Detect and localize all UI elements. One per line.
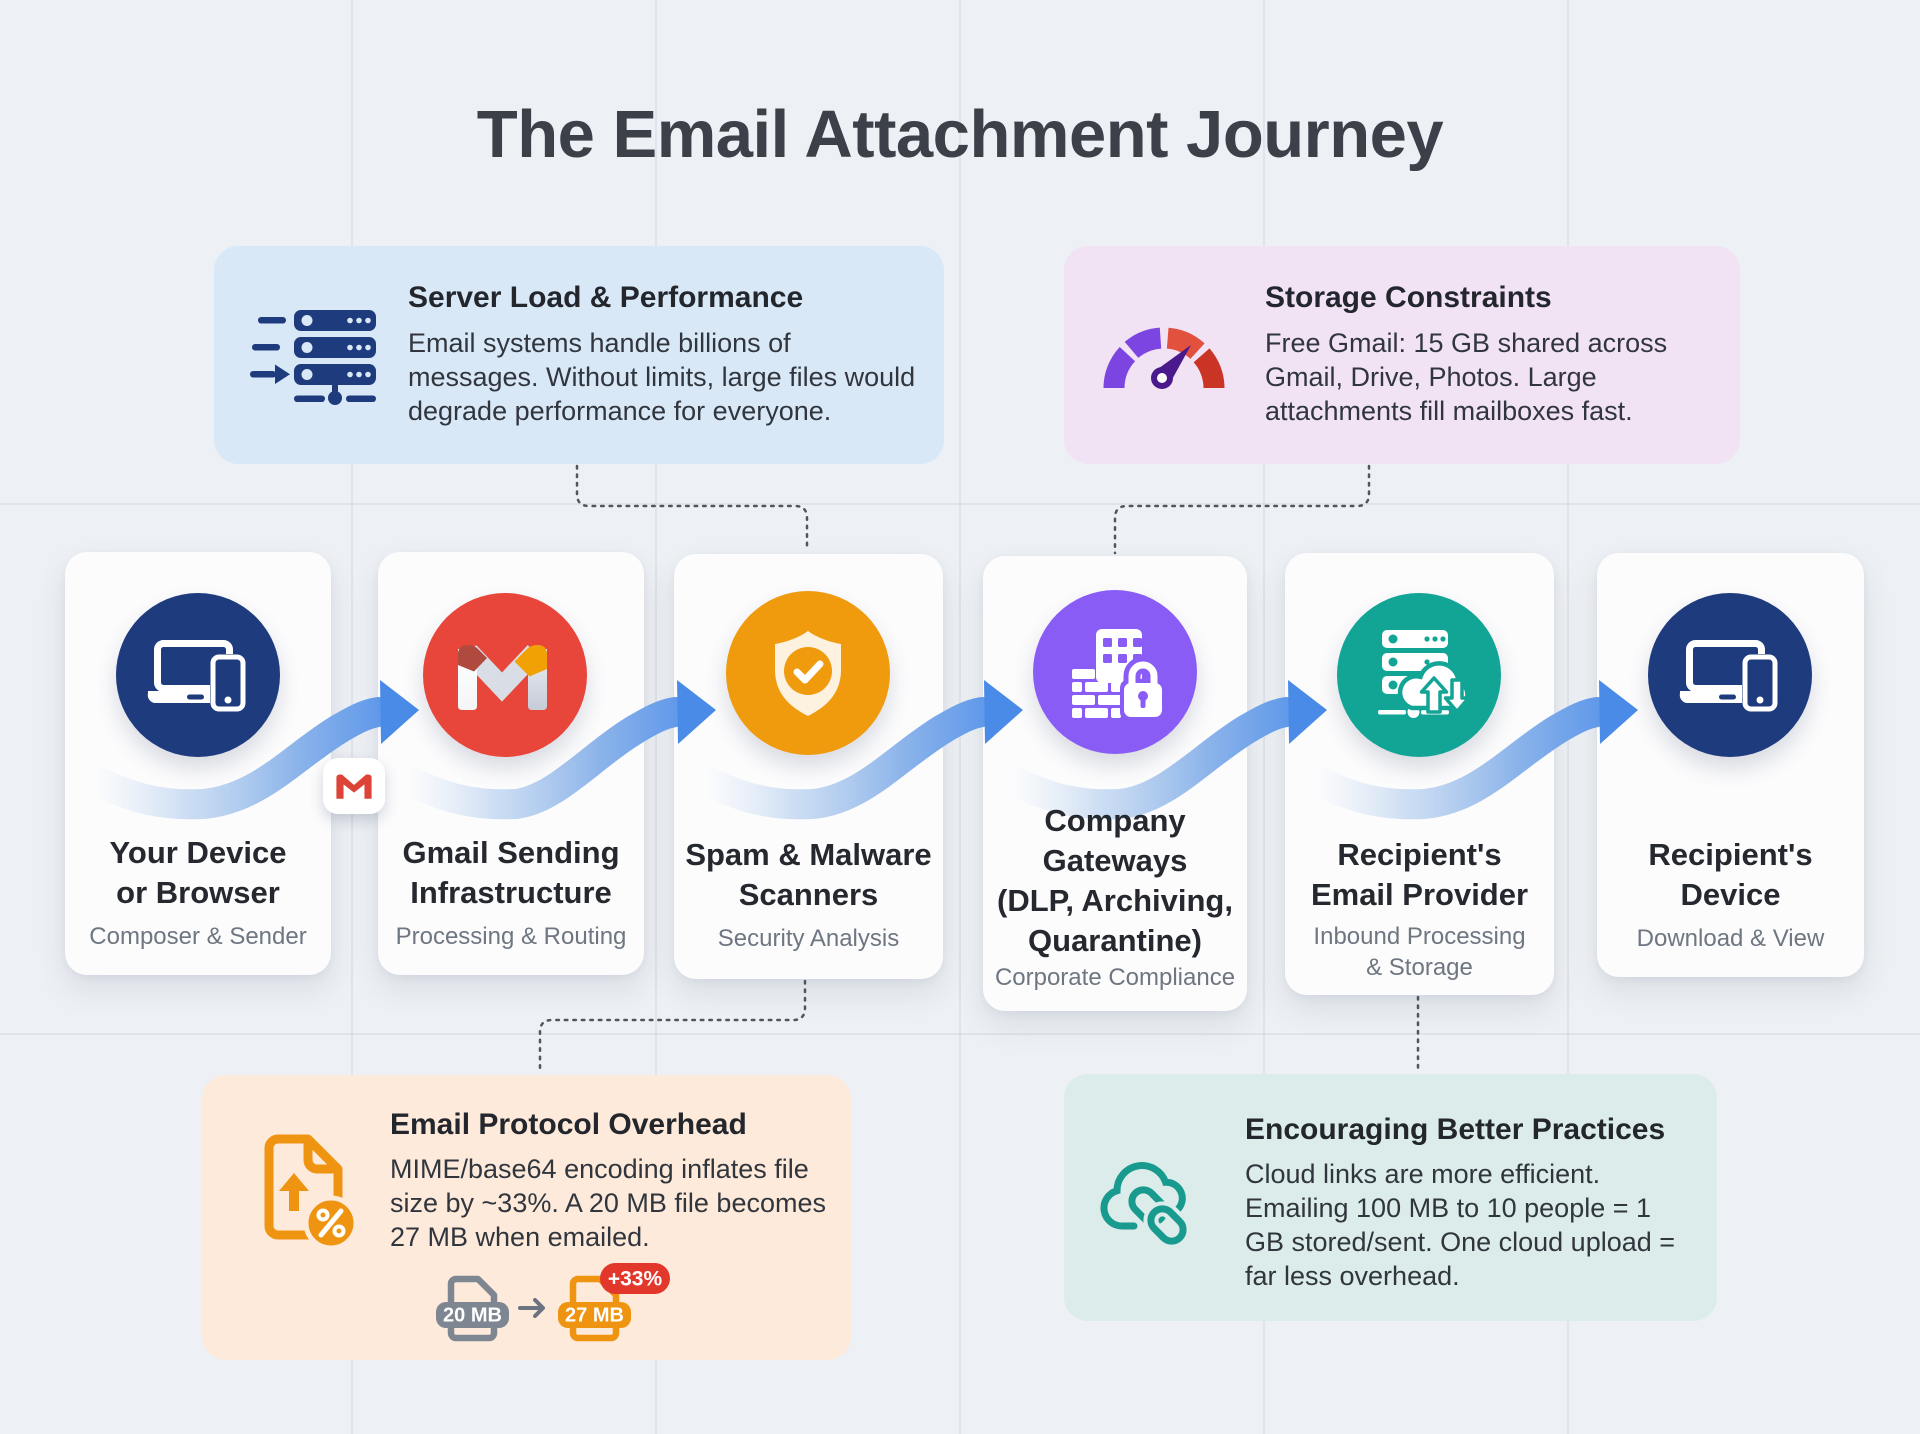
svg-text:27 MB: 27 MB [565, 1305, 624, 1327]
svg-text:20 MB: 20 MB [443, 1305, 502, 1327]
svg-text:+33%: +33% [608, 1268, 663, 1291]
